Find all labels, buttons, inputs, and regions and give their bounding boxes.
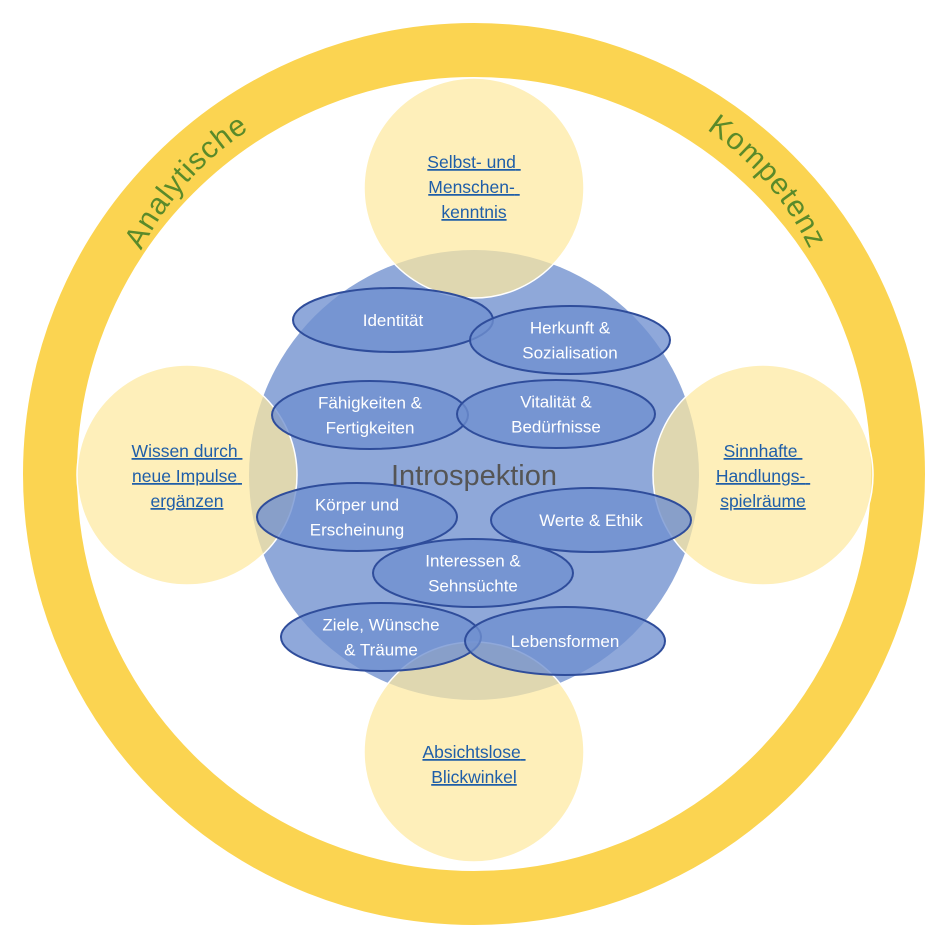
oval-abilities-skills-shape [271, 380, 469, 450]
outer-ring [23, 23, 925, 925]
oval-origin-socialization-shape [469, 305, 671, 375]
link-meaningful-scope[interactable]: Sinnhafte Handlungs- spielräume [716, 441, 810, 511]
oval-goals-wishes-dreams-label: Ziele, Wünsche& Träume [322, 616, 439, 660]
oval-origin-socialization-label: Herkunft &Sozialisation [522, 319, 617, 363]
oval-body-appearance-shape [256, 482, 458, 552]
oval-values-ethics-shape [490, 487, 692, 553]
oval-values-ethics-label: Werte & Ethik [539, 511, 643, 530]
oval-vitality-needs-label: Vitalität &Bedürfnisse [511, 393, 601, 437]
oval-interests-longings-shape [372, 538, 574, 608]
oval-abilities-skills-label: Fähigkeiten &Fertigkeiten [318, 394, 423, 438]
outer-circle-right [652, 364, 874, 586]
oval-goals-wishes-dreams: Ziele, Wünsche& Träume [280, 602, 482, 672]
oval-lifestyles: Lebensformen [464, 606, 666, 676]
oval-vitality-needs: Vitalität &Bedürfnisse [456, 379, 656, 449]
center-title: Introspektion [391, 460, 557, 492]
oval-vitality-needs-shape [456, 379, 656, 449]
oval-identity-label: Identität [363, 311, 424, 330]
link-unintentional-perspective[interactable]: Absichtslose Blickwinkel [422, 742, 525, 787]
topic-ovals: Identität Herkunft &SozialisationFähigkei… [256, 287, 692, 676]
link-self-and-people-knowledge[interactable]: Selbst- und Menschen- kenntnis [427, 152, 520, 222]
oval-lifestyles-label: Lebensformen [511, 632, 620, 651]
oval-origin-socialization: Herkunft &Sozialisation [469, 305, 671, 375]
oval-values-ethics: Werte & Ethik [490, 487, 692, 553]
oval-interests-longings: Interessen &Sehnsüchte [372, 538, 574, 608]
oval-lifestyles-shape [464, 606, 666, 676]
outer-circle-top [363, 77, 585, 299]
oval-goals-wishes-dreams-shape [280, 602, 482, 672]
oval-abilities-skills: Fähigkeiten &Fertigkeiten [271, 380, 469, 450]
link-knowledge-through-impulses[interactable]: Wissen durch neue Impulse ergänzen [132, 441, 243, 511]
oval-interests-longings-label: Interessen &Sehnsüchte [425, 552, 521, 596]
oval-identity: Identität [292, 287, 494, 353]
outer-circle-left [76, 364, 298, 586]
